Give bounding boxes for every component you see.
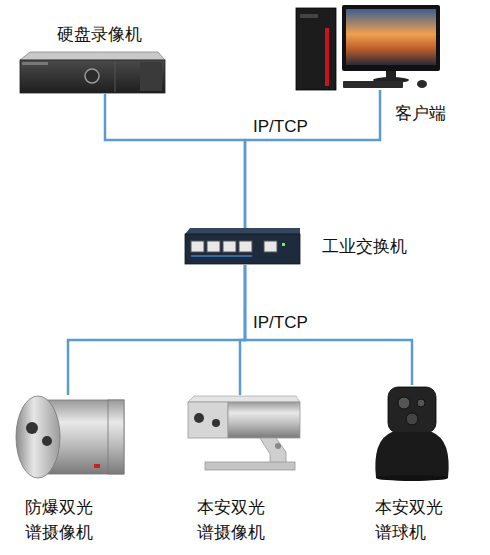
protocol-label: IP/TCP	[253, 116, 308, 138]
industrial-switch: 工业交换机	[185, 228, 300, 265]
dome-camera-device: 本安双光 谱球机	[365, 385, 453, 478]
client-computer: 客户端	[296, 5, 440, 90]
network-cable	[245, 265, 412, 385]
box-camera-illustration	[188, 396, 300, 470]
camera-device: 本安双光 谱摄像机	[185, 395, 300, 472]
device-label: 工业交换机	[322, 234, 407, 259]
nvr-illustration	[20, 52, 165, 93]
network-cable	[105, 94, 245, 228]
ptz-dome-illustration	[375, 387, 448, 481]
network-cable	[68, 265, 245, 395]
device-label: 防爆双光 谱摄像机	[25, 495, 97, 545]
device-label: 本安双光 谱摄像机	[197, 495, 269, 545]
camera-device: 防爆双光 谱摄像机	[15, 395, 127, 480]
device-label: 硬盘录像机	[57, 22, 142, 47]
device-label: 客户端	[395, 101, 446, 126]
network-cable	[245, 90, 380, 228]
protocol-label: IP/TCP	[253, 312, 308, 334]
nvr-device: 硬盘录像机	[20, 52, 165, 94]
device-label: 本安双光 谱球机	[375, 495, 447, 545]
explosion-proof-camera-illustration	[16, 396, 124, 478]
client-illustration	[296, 5, 440, 90]
switch-illustration	[185, 228, 300, 264]
